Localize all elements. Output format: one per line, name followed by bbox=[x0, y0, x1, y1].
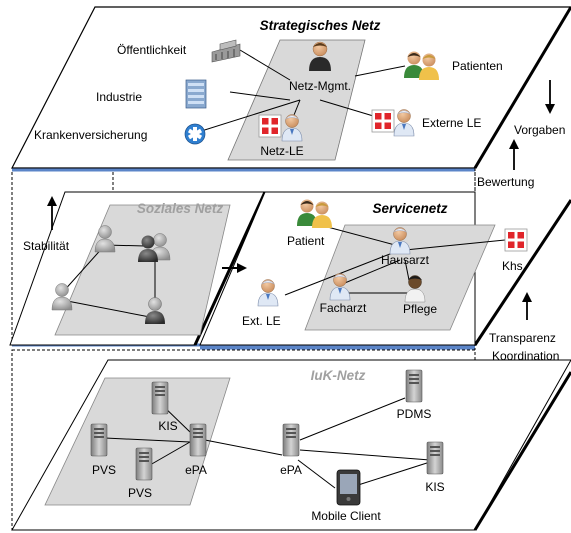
label-epa-center: ePA bbox=[280, 463, 302, 477]
strategic-layer-title: Strategisches Netz bbox=[260, 18, 381, 33]
label-pflege: Pflege bbox=[403, 302, 437, 316]
arrow-down-icon bbox=[545, 80, 555, 114]
social-inner-plane bbox=[54, 204, 231, 336]
office-tower-icon bbox=[185, 79, 207, 109]
label-epa-left: ePA bbox=[185, 463, 207, 477]
label-externe-le: Externe LE bbox=[422, 116, 481, 130]
arrow-up-icon bbox=[522, 292, 532, 320]
server-icon bbox=[151, 381, 169, 415]
label-vorgaben: Vorgaben bbox=[514, 123, 565, 137]
patient-icon bbox=[297, 199, 332, 228]
server-icon bbox=[426, 441, 444, 475]
server-icon bbox=[282, 423, 300, 457]
label-krankenversicherung: Krankenversicherung bbox=[34, 128, 147, 142]
mobile-device-icon bbox=[336, 469, 361, 506]
label-pvs-2: PVS bbox=[128, 486, 152, 500]
server-icon bbox=[135, 447, 153, 481]
server-icon bbox=[405, 369, 423, 403]
label-netz-mgmt: Netz-Mgmt. bbox=[289, 79, 351, 93]
server-icon bbox=[90, 423, 108, 457]
social-person-dark-icon bbox=[145, 297, 165, 324]
social-group-icon bbox=[138, 233, 171, 262]
server-icon bbox=[189, 423, 207, 457]
label-mobile-client: Mobile Client bbox=[311, 509, 381, 523]
iuk-layer-title: IuK-Netz bbox=[311, 368, 366, 383]
manager-icon bbox=[309, 41, 331, 71]
label-netz-le: Netz-LE bbox=[260, 144, 303, 158]
label-patienten: Patienten bbox=[452, 59, 503, 73]
strategic-edges bbox=[194, 49, 406, 134]
label-ext-le: Ext. LE bbox=[242, 314, 281, 328]
label-koordination: Koordination bbox=[492, 349, 559, 363]
label-kis-right: KIS bbox=[425, 480, 444, 494]
social-layer-title: Soziales Netz bbox=[137, 201, 224, 216]
label-bewertung: Bewertung bbox=[477, 175, 534, 189]
service-layer-title: Servicenetz bbox=[372, 201, 447, 216]
arrow-right-icon bbox=[222, 263, 247, 273]
label-facharzt: Facharzt bbox=[320, 301, 367, 315]
nurse-icon bbox=[404, 275, 426, 303]
label-industrie: Industrie bbox=[96, 90, 142, 104]
label-patient: Patient bbox=[287, 234, 325, 248]
hospital-cross-icon bbox=[504, 228, 528, 252]
patients-icon bbox=[404, 51, 439, 80]
label-transparenz: Transparenz bbox=[489, 331, 556, 345]
label-stabilitaet: Stabilität bbox=[23, 239, 70, 253]
iuk-inner-plane bbox=[44, 377, 231, 506]
label-pvs-1: PVS bbox=[92, 463, 116, 477]
label-kis-left: KIS bbox=[158, 419, 177, 433]
building-icon bbox=[211, 39, 241, 63]
service-inner-plane bbox=[304, 224, 496, 331]
label-pdms: PDMS bbox=[397, 407, 432, 421]
label-khs: Khs. bbox=[502, 259, 526, 273]
arrow-up-icon bbox=[47, 196, 57, 230]
label-oeffentlichkeit: Öffentlichkeit bbox=[117, 43, 187, 57]
label-hausarzt: Hausarzt bbox=[381, 253, 430, 267]
arrow-up-icon bbox=[509, 139, 519, 170]
star-of-life-icon bbox=[184, 123, 206, 145]
